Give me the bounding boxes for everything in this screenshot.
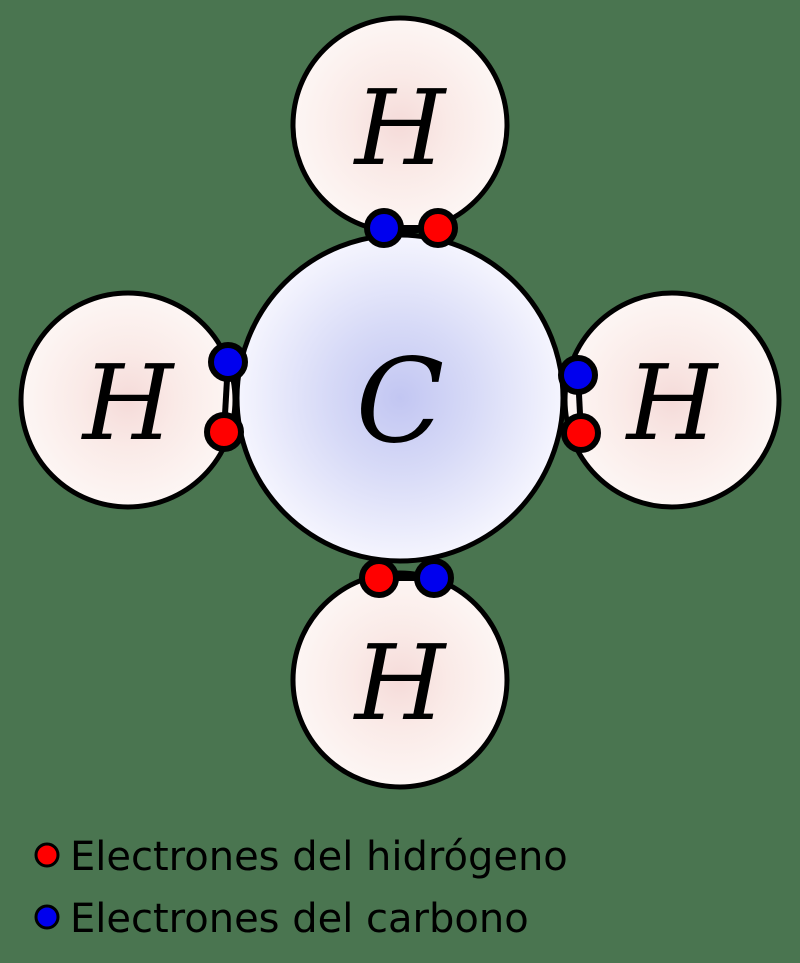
electrons-group	[204, 208, 601, 598]
hydrogen-top-label: H	[353, 67, 448, 189]
electron-right-hydrogen-dot[interactable]	[561, 413, 601, 453]
legend: Electrones del hidrógeno Electrones del …	[34, 834, 568, 942]
electron-left-hydrogen-dot[interactable]	[204, 412, 244, 452]
electron-bottom-carbon-dot[interactable]	[414, 558, 454, 598]
legend-hydrogen-label: Electrones del hidrógeno	[70, 834, 568, 880]
legend-item-carbon[interactable]: Electrones del carbono	[34, 896, 529, 942]
electron-top-hydrogen-dot[interactable]	[418, 208, 458, 248]
hydrogen-atom-right[interactable]: H	[562, 290, 782, 510]
hydrogen-atoms-group: H H H H	[18, 15, 782, 790]
hydrogen-left-label: H	[81, 342, 176, 464]
electron-top-carbon-dot[interactable]	[364, 208, 404, 248]
hydrogen-atom-bottom[interactable]: H	[290, 570, 510, 790]
hydrogen-atom-top[interactable]: H	[290, 15, 510, 235]
electron-right-carbon-dot[interactable]	[558, 355, 598, 395]
electron-left-carbon-dot[interactable]	[208, 342, 248, 382]
hydrogen-right-label: H	[625, 342, 720, 464]
legend-hydrogen-dot	[34, 842, 60, 868]
hydrogen-bottom-circle	[290, 570, 510, 790]
legend-item-hydrogen[interactable]: Electrones del hidrógeno	[34, 834, 568, 880]
electron-bottom-hydrogen-dot[interactable]	[359, 558, 399, 598]
legend-carbon-label: Electrones del carbono	[70, 896, 529, 942]
hydrogen-bottom-label: H	[353, 622, 448, 744]
carbon-label: C	[356, 335, 445, 470]
legend-carbon-dot	[34, 904, 60, 930]
hydrogen-atom-left[interactable]: H	[18, 290, 238, 510]
carbon-atom[interactable]: C	[234, 232, 566, 564]
